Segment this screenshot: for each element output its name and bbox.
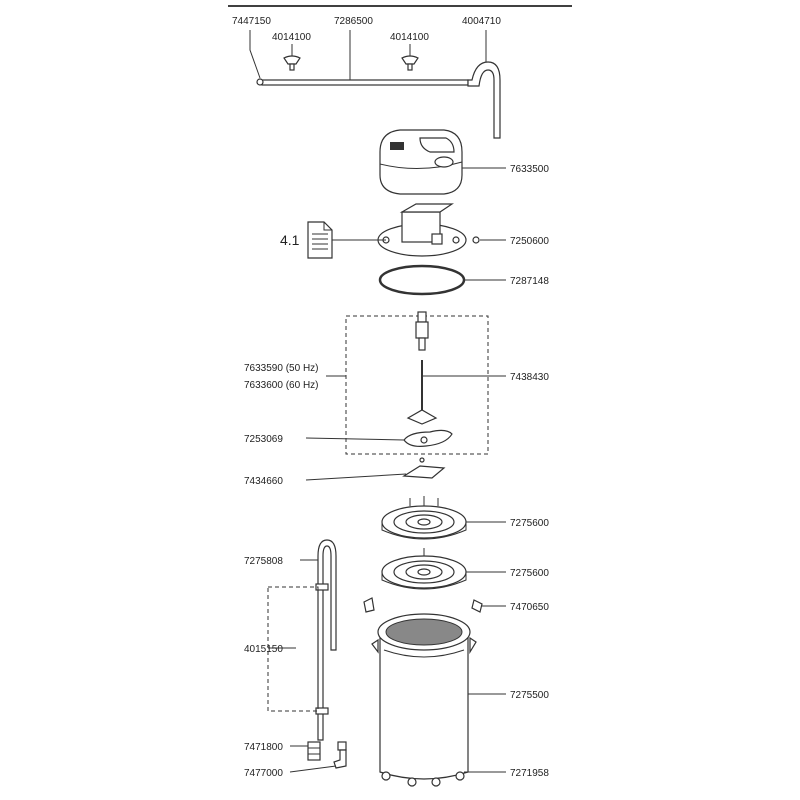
label-7447150: 7447150 bbox=[232, 16, 271, 27]
suction-cup-1 bbox=[283, 55, 301, 71]
label-7633500: 7633500 bbox=[510, 164, 549, 175]
leader-7477000 bbox=[289, 765, 337, 773]
head-sealing-ring bbox=[378, 264, 466, 296]
spray-bar-assembly bbox=[249, 30, 501, 139]
label-7253069: 7253069 bbox=[244, 434, 283, 445]
motor-head-cover bbox=[379, 129, 463, 195]
spray-bar-end-cap bbox=[256, 78, 264, 86]
leader-7434660 bbox=[305, 473, 407, 481]
suction-cup-group-bracket bbox=[267, 586, 319, 712]
canister-clip-left bbox=[363, 597, 375, 613]
label-7250600: 7250600 bbox=[510, 236, 549, 247]
impeller-group-bracket bbox=[345, 315, 489, 455]
label-7633600: 7633600 (60 Hz) bbox=[244, 380, 319, 391]
filter-sieve-bottom bbox=[381, 548, 467, 590]
leader-7447150 bbox=[249, 30, 261, 79]
label-7470650: 7470650 bbox=[510, 602, 549, 613]
filter-sieve-top bbox=[381, 496, 467, 540]
hose-connector bbox=[333, 741, 347, 769]
small-seal bbox=[472, 236, 480, 244]
label-7275808: 7275808 bbox=[244, 556, 283, 567]
label-4004710: 4004710 bbox=[462, 16, 501, 27]
impeller-assembly bbox=[402, 311, 453, 479]
document-icon bbox=[307, 221, 333, 259]
label-7477000: 7477000 bbox=[244, 768, 283, 779]
document-reference: 4.1 bbox=[280, 232, 300, 248]
spray-bar-tube bbox=[261, 79, 469, 86]
label-7286500: 7286500 bbox=[334, 16, 373, 27]
canister-clip-right bbox=[471, 599, 483, 613]
label-7275600-top: 7275600 bbox=[510, 518, 549, 529]
intake-strainer bbox=[307, 741, 321, 761]
label-7438430: 7438430 bbox=[510, 372, 549, 383]
outlet-elbow-pipe bbox=[467, 61, 501, 139]
label-7471800: 7471800 bbox=[244, 742, 283, 753]
suction-cup-2 bbox=[401, 55, 419, 71]
leader-7253069 bbox=[305, 437, 405, 441]
label-7271958: 7271958 bbox=[510, 768, 549, 779]
label-4014100-right: 4014100 bbox=[390, 32, 429, 43]
label-7275600-bottom: 7275600 bbox=[510, 568, 549, 579]
intake-pipe bbox=[315, 539, 337, 741]
label-7633590: 7633590 (50 Hz) bbox=[244, 363, 319, 374]
label-4015150: 4015150 bbox=[244, 644, 283, 655]
label-4014100-left: 4014100 bbox=[272, 32, 311, 43]
pump-head bbox=[377, 203, 467, 257]
label-7287148: 7287148 bbox=[510, 276, 549, 287]
label-7434660: 7434660 bbox=[244, 476, 283, 487]
label-7275500: 7275500 bbox=[510, 690, 549, 701]
filter-canister bbox=[371, 613, 477, 787]
